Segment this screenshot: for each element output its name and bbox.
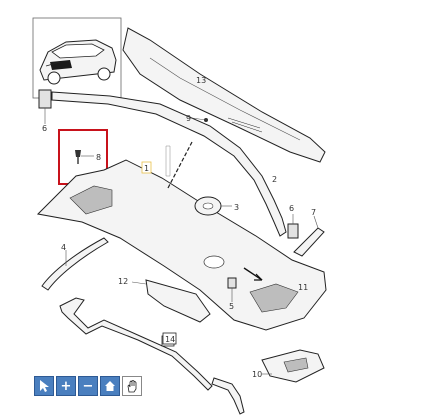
zoom-in-button[interactable]: + (56, 376, 76, 396)
zoom-out-icon: − (82, 378, 94, 394)
part-5-clip (227, 277, 237, 302)
callout-1-box (141, 161, 152, 174)
callout-12: 12 (118, 277, 128, 286)
part-13-seal-strip (122, 27, 326, 163)
callout-6-right: 6 (289, 204, 294, 213)
callout-13: 13 (196, 76, 206, 85)
viewer-toolbar: + − (34, 376, 142, 396)
part-6-left-clip (38, 89, 52, 124)
callout-10: 10 (252, 370, 262, 379)
part-2-trim-strip (51, 91, 287, 237)
part-6-right-clip (287, 214, 299, 239)
zoom-in-icon: + (60, 378, 72, 394)
callout-9: 9 (186, 114, 191, 123)
callout-7: 7 (311, 208, 316, 217)
callout-8: 8 (96, 153, 101, 162)
part-9-screw (191, 117, 208, 122)
home-icon (105, 381, 115, 391)
vehicle-thumbnail (32, 17, 122, 99)
callout-11: 11 (298, 283, 308, 292)
part-1-cowl-panel (36, 141, 327, 331)
callout-3: 3 (234, 203, 239, 212)
part-7-bracket (293, 215, 325, 257)
pan-button[interactable] (122, 376, 142, 396)
callout-14: 14 (165, 335, 175, 344)
part-4-hose (41, 237, 109, 291)
pointer-icon (40, 380, 49, 392)
callout-1: 1 (144, 164, 149, 173)
callout-2: 2 (272, 175, 277, 184)
callout-4: 4 (61, 243, 66, 252)
part-12-bracket (131, 279, 211, 323)
hand-icon (127, 380, 137, 393)
callout-14-box (162, 332, 177, 345)
part-3-grommet (194, 196, 232, 216)
callout-6-left: 6 (42, 124, 47, 133)
home-button[interactable] (100, 376, 120, 396)
pointer-button[interactable] (34, 376, 54, 396)
callout-5: 5 (229, 302, 234, 311)
part-14-hose (59, 297, 245, 415)
zoom-out-button[interactable]: − (78, 376, 98, 396)
part-10-housing (261, 349, 325, 383)
